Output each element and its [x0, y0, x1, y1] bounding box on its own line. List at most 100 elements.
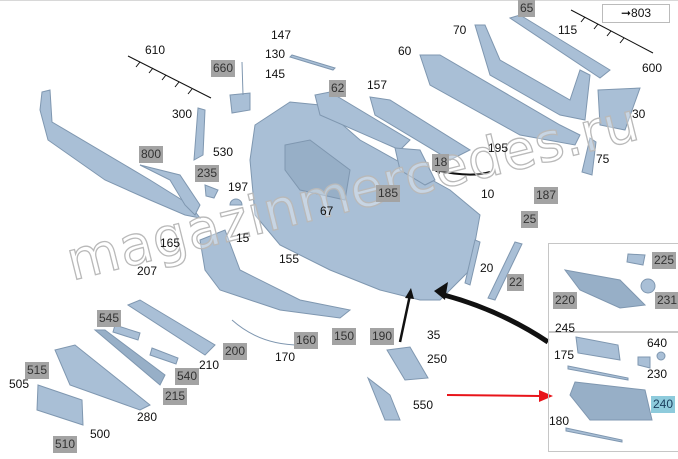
callout-187[interactable]: 187: [534, 187, 559, 204]
callout-505[interactable]: 505: [9, 377, 30, 391]
part-20: [464, 239, 481, 286]
part-800: [139, 164, 201, 216]
callout-190[interactable]: 190: [370, 328, 395, 345]
callout-157[interactable]: 157: [367, 78, 388, 92]
callout-175[interactable]: 175: [554, 348, 575, 362]
callout-65[interactable]: 65: [518, 0, 536, 17]
callout-540[interactable]: 540: [175, 368, 200, 385]
detail-panel-upper: [548, 243, 678, 333]
part-150: [199, 229, 352, 319]
part-30: [597, 87, 641, 131]
callout-30[interactable]: 30: [632, 107, 646, 121]
callout-70[interactable]: 70: [453, 23, 467, 37]
callout-147[interactable]: 147: [271, 28, 292, 42]
top-border: [0, 0, 678, 1]
callout-165[interactable]: 165: [160, 236, 181, 250]
part-trim-left: [39, 89, 202, 219]
callout-150[interactable]: 150: [332, 328, 357, 345]
detail-panel-lower: [548, 331, 678, 452]
callout-67[interactable]: 67: [320, 204, 334, 218]
callout-550[interactable]: 550: [413, 398, 434, 412]
callout-800[interactable]: 800: [139, 146, 164, 163]
part-157: [369, 96, 472, 161]
part-500: [36, 384, 84, 426]
part-197: [229, 198, 243, 206]
part-215: [93, 329, 166, 386]
callout-62[interactable]: 62: [329, 80, 347, 97]
part-240: [569, 381, 653, 421]
callout-280[interactable]: 280: [137, 410, 158, 424]
callout-660[interactable]: 660: [211, 60, 236, 77]
callout-75[interactable]: 75: [596, 152, 610, 166]
callout-215[interactable]: 215: [163, 388, 188, 405]
callout-25[interactable]: 25: [521, 211, 539, 228]
part-170: [231, 319, 301, 346]
part-225: [626, 253, 646, 266]
callout-610[interactable]: 610: [145, 43, 166, 57]
callout-145[interactable]: 145: [265, 67, 286, 81]
callout-60[interactable]: 60: [398, 44, 412, 58]
part-640: [656, 351, 666, 361]
part-245: [575, 336, 621, 361]
part-280: [54, 344, 151, 411]
part-75: [581, 137, 597, 176]
part-22: [487, 241, 523, 301]
callout-35[interactable]: 35: [427, 328, 441, 342]
part-300: [193, 107, 206, 161]
callout-225[interactable]: 225: [652, 252, 677, 269]
callout-235[interactable]: 235: [195, 165, 220, 182]
callout-245[interactable]: 245: [555, 321, 576, 335]
callout-240-highlighted[interactable]: 240: [651, 396, 676, 413]
part-210: [126, 299, 216, 356]
callout-130[interactable]: 130: [265, 47, 286, 61]
callout-22[interactable]: 22: [507, 274, 525, 291]
callout-10[interactable]: 10: [481, 187, 495, 201]
callout-155[interactable]: 155: [279, 252, 300, 266]
part-550: [366, 376, 401, 421]
part-220: [563, 269, 647, 309]
callout-18[interactable]: 18: [432, 154, 450, 171]
callout-185[interactable]: 185: [376, 185, 401, 202]
callout-510[interactable]: 510: [53, 436, 78, 453]
part-235: [204, 184, 219, 199]
reference-box-803[interactable]: ➞803: [602, 4, 670, 23]
arrow-up: [398, 294, 412, 343]
callout-250[interactable]: 250: [427, 352, 448, 366]
callout-231[interactable]: 231: [655, 292, 678, 309]
callout-207[interactable]: 207: [137, 264, 158, 278]
part-660: [229, 92, 251, 114]
part-545: [112, 324, 141, 341]
part-130: [289, 54, 336, 71]
callout-230[interactable]: 230: [647, 367, 668, 381]
part-180: [565, 427, 623, 443]
callout-195[interactable]: 195: [488, 141, 509, 155]
callout-20[interactable]: 20: [480, 261, 494, 275]
reference-label: 803: [631, 6, 652, 20]
part-540: [149, 347, 179, 365]
callout-170[interactable]: 170: [275, 350, 296, 364]
part-250: [386, 346, 429, 381]
part-grille-67: [284, 139, 351, 201]
callout-600[interactable]: 600: [642, 61, 663, 75]
harness-610: [127, 55, 212, 99]
callout-200[interactable]: 200: [223, 343, 248, 360]
callout-500[interactable]: 500: [90, 427, 111, 441]
part-60: [419, 54, 581, 146]
callout-15[interactable]: 15: [236, 231, 250, 245]
callout-220[interactable]: 220: [553, 292, 578, 309]
callout-210[interactable]: 210: [199, 358, 220, 372]
callout-160[interactable]: 160: [294, 332, 319, 349]
callout-197[interactable]: 197: [228, 180, 249, 194]
arrow-panel: [443, 292, 550, 345]
callout-180[interactable]: 180: [549, 414, 570, 428]
callout-545[interactable]: 545: [97, 310, 122, 327]
callout-300[interactable]: 300: [172, 107, 193, 121]
callout-115[interactable]: 115: [558, 23, 578, 37]
callout-640[interactable]: 640: [647, 336, 668, 350]
part-62: [314, 91, 411, 151]
callout-515[interactable]: 515: [25, 362, 50, 379]
harness-600: [570, 9, 654, 54]
callout-530[interactable]: 530: [213, 145, 234, 159]
arrow-red: [446, 394, 541, 397]
